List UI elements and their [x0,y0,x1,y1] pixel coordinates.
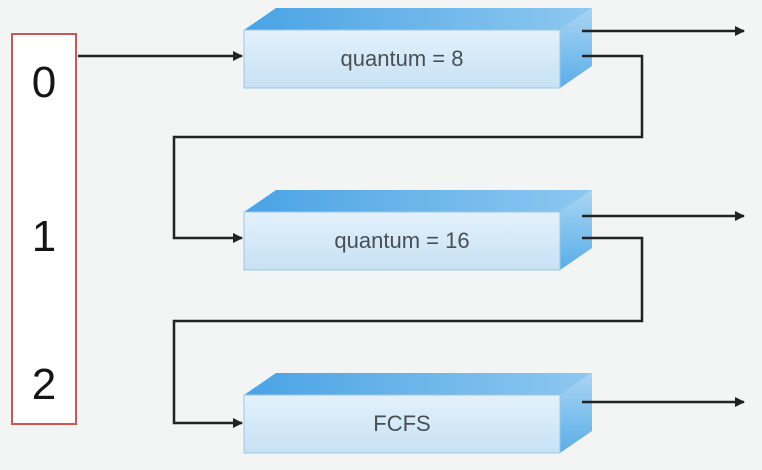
queue-label-fcfs: FCFS [373,411,430,436]
queue-box-side [560,373,592,453]
queue-box-top [244,190,592,212]
demotion-arrow-queue-2-to-3 [172,236,644,428]
queue-box-side [560,8,592,88]
queue-box-top [244,8,592,30]
queue-label-quantum-16: quantum = 16 [334,228,469,253]
queue-box-quantum-8: quantum = 8 [243,8,592,89]
priority-level-box: 0 1 2 [11,33,77,425]
priority-level-1: 1 [31,212,57,261]
queue-box-top [244,373,592,395]
queue-box-front [243,394,561,454]
queue-label-quantum-8: quantum = 8 [341,46,464,71]
queue-box-fcfs: FCFS [243,373,592,454]
queue-box-side [560,190,592,270]
demotion-arrow-queue-1-to-2 [172,54,644,243]
priority-level-2: 2 [31,360,57,409]
queue-box-front [243,211,561,271]
queue-box-front [243,29,561,89]
queue-box-quantum-16: quantum = 16 [243,190,592,271]
priority-level-0: 0 [31,58,57,107]
